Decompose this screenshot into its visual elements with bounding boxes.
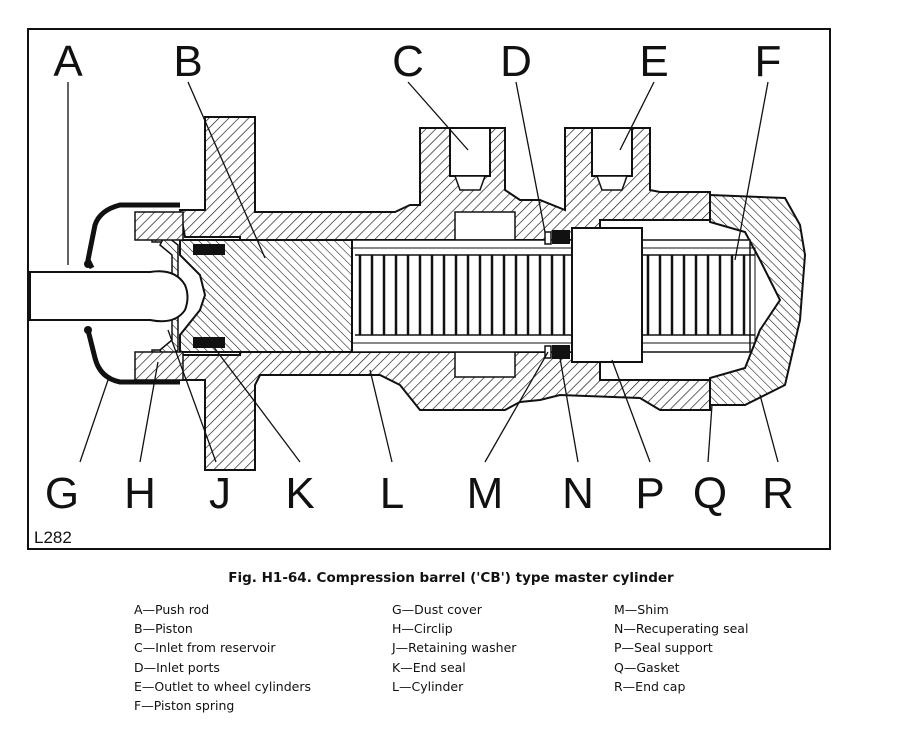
legend-item: P—Seal support [614,640,713,656]
callout-m: M [467,469,504,518]
leader-lines [67,81,779,463]
legend-item: B—Piston [134,621,193,637]
dust-cover [85,202,180,385]
callout-f: F [755,37,782,86]
legend-item: F—Piston spring [134,698,235,714]
callout-r: R [762,469,794,518]
callout-k: K [285,469,314,518]
seal-support [571,227,643,363]
legend-item: E—Outlet to wheel cylinders [134,678,312,694]
figure-caption: Fig. H1-64. Compression barrel ('CB') ty… [228,570,674,586]
piston-spring [355,254,755,336]
legend-item: D—Inlet ports [134,659,220,675]
callout-p: P [635,469,664,518]
legend-column-2: G—Dust cover H—Circlip J—Retaining washe… [392,600,516,696]
legend-item: L—Cylinder [392,678,464,694]
end-seal [193,244,225,255]
callout-d: D [500,37,532,86]
legend-item: K—End seal [392,659,466,675]
legend-item: C—Inlet from reservoir [134,640,276,656]
legend-item: Q—Gasket [614,659,680,675]
callout-g: G [45,469,79,518]
legend-item: H—Circlip [392,621,453,637]
legend-item: J—Retaining washer [392,640,517,656]
legend-item: A—Push rod [134,602,210,617]
diagram-frame [27,28,831,550]
figure-id: L282 [34,528,72,547]
callout-b: B [173,37,202,86]
callout-a: A [53,37,83,86]
legend-item: N—Recuperating seal [614,621,749,637]
recuperating-seal [552,230,570,244]
legend-column-3: M—Shim N—Recuperating seal P—Seal suppor… [614,600,748,696]
master-cylinder-diagram: A B C D E F G H J K L M N P Q R L282 [29,37,807,547]
push-rod [29,270,189,323]
callout-c: C [392,37,424,86]
end-cap [709,193,807,406]
callout-l: L [380,469,404,518]
callout-j: J [209,469,231,518]
callout-q: Q [693,469,727,518]
callout-h: H [124,469,156,518]
piston [179,239,353,353]
callout-n: N [562,469,594,518]
legend-item: M—Shim [614,602,669,617]
legend-item: G—Dust cover [392,602,482,617]
outlet-boss [591,127,633,177]
shim [544,231,552,245]
legend-column-1: A—Push rod B—Piston C—Inlet from reservo… [134,600,311,715]
legend-item: R—End cap [614,678,686,694]
callout-e: E [639,37,668,86]
inlet-boss [449,127,491,177]
